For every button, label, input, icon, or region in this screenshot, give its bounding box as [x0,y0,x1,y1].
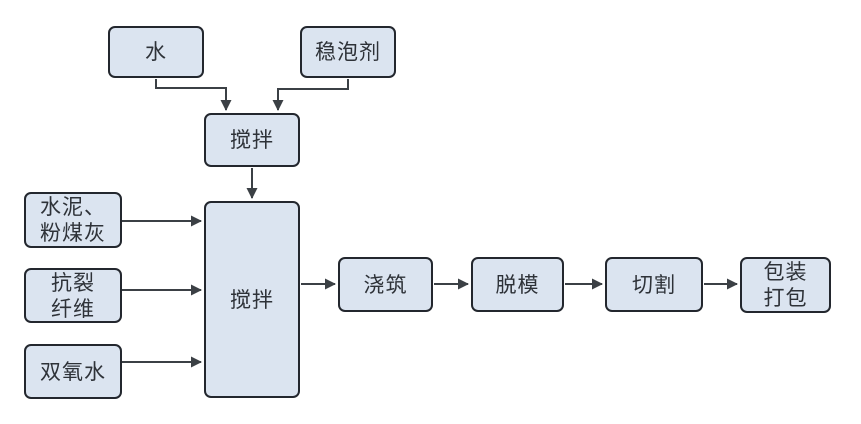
node-mixing-main: 搅拌 [204,201,300,398]
node-packaging: 包装 打包 [740,257,831,313]
node-cement-fly-ash: 水泥、 粉煤灰 [24,192,122,248]
node-hydrogen-peroxide: 双氧水 [24,344,122,399]
node-anti-crack-fiber: 抗裂 纤维 [24,268,122,323]
node-demolding: 脱模 [471,257,564,312]
node-cutting: 切割 [605,257,703,312]
node-foam-stabilizer: 稳泡剂 [300,26,396,78]
node-pouring: 浇筑 [338,257,433,312]
edge-water-to-mixing [155,79,232,111]
edge-foam-stabilizer-to-mixing [272,79,349,111]
node-mixing-top: 搅拌 [204,113,300,167]
node-water: 水 [108,26,204,78]
